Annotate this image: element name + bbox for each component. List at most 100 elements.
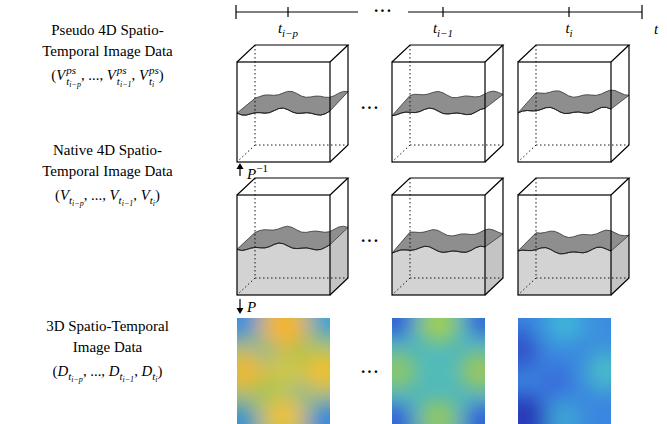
math-symbol: D — [58, 363, 69, 379]
math-symbol: i−1 — [437, 27, 453, 39]
ellipsis: ··· — [373, 1, 392, 21]
cube-edge — [518, 178, 629, 195]
surface-edge — [518, 247, 611, 254]
math-symbol: , ..., — [81, 67, 107, 83]
script-group: ps — [66, 65, 81, 76]
math-symbol: i−p — [69, 80, 81, 89]
row-heading: Pseudo 4D Spatio-Temporal Image Data — [42, 22, 173, 59]
hidden-edge — [255, 45, 348, 145]
script-group: i — [155, 375, 157, 384]
math-symbol: , ..., — [84, 187, 110, 203]
math-symbol: D — [142, 363, 153, 379]
projection-label: P−1 — [247, 158, 268, 184]
script-group: ti — [152, 370, 157, 382]
math-symbol: V — [141, 187, 150, 203]
math-symbol: V — [107, 67, 116, 83]
heatmap-blob — [308, 318, 330, 340]
math-symbol: ) — [158, 363, 163, 379]
cube-edge — [392, 178, 503, 195]
hidden-edge — [392, 278, 410, 295]
script-group: ti — [149, 76, 159, 90]
math-symbol: i — [570, 27, 573, 39]
axis-label: t — [654, 19, 658, 39]
math-symbol: ps — [149, 64, 159, 76]
hidden-edge — [410, 45, 503, 145]
math-symbol: t — [117, 75, 120, 87]
script-group: i−p — [282, 27, 298, 39]
heatmap-blob — [545, 318, 585, 343]
volume-cubes — [237, 45, 629, 295]
volume-cube — [392, 178, 503, 295]
hidden-edge — [518, 278, 536, 295]
heatmap-blob — [419, 399, 459, 424]
script-group: ti−1 — [117, 76, 132, 90]
math-symbol: ( — [55, 187, 60, 203]
cube-edge — [237, 195, 330, 295]
script-group: i — [153, 199, 155, 208]
hidden-edge — [536, 45, 629, 145]
surface-edge — [392, 108, 485, 116]
math-symbol: V — [60, 187, 69, 203]
math-symbol: t — [119, 370, 122, 382]
row-tuple: (Vpsti−p, ..., Vpsti−1, Vpsti) — [0, 64, 215, 90]
row-label: 3D Spatio-Temporal Image Data(Dti−p, ...… — [0, 316, 215, 391]
cube-edge — [330, 45, 348, 162]
math-symbol: i — [152, 80, 154, 89]
math-symbol: ··· — [360, 232, 379, 249]
script-group: ti−p — [68, 370, 83, 382]
math-symbol: ) — [155, 187, 160, 203]
script-group: i−1 — [123, 375, 135, 384]
math-symbol: −1 — [256, 162, 268, 174]
volume-cube — [237, 45, 348, 162]
cube-edge — [518, 62, 611, 162]
heatmaps — [213, 294, 626, 424]
math-symbol: t — [149, 75, 152, 87]
row-heading-box: Pseudo 4D Spatio-Temporal Image Data — [38, 20, 178, 62]
script-group: ti−1 — [119, 194, 134, 206]
math-symbol: V — [110, 187, 119, 203]
surface-edge — [237, 108, 330, 115]
heatmap-blob — [518, 330, 538, 370]
hidden-edge — [237, 278, 255, 295]
math-symbol: P — [247, 299, 256, 315]
surface — [392, 229, 503, 253]
math-symbol: ( — [51, 67, 56, 83]
row-heading: 3D Spatio-Temporal Image Data — [46, 318, 169, 355]
math-symbol: i−1 — [123, 375, 135, 384]
heatmap-blob — [292, 382, 312, 402]
row-label: Native 4D Spatio-Temporal Image Data(Vti… — [0, 140, 215, 215]
script-group: i−1 — [120, 80, 132, 89]
heatmap-blob — [586, 351, 611, 391]
surface-edge — [392, 246, 485, 253]
row-tuple: (Vti−p, ..., Vti−1, Vti) — [0, 184, 215, 215]
heatmap-blob — [465, 318, 485, 338]
script-group: psti−1 — [117, 65, 132, 90]
math-symbol: i−p — [72, 199, 84, 208]
surface — [392, 91, 503, 116]
math-symbol: V — [139, 67, 148, 83]
script-group: ti−p — [66, 76, 81, 90]
math-symbol: , — [132, 67, 139, 83]
script-group: i — [570, 27, 573, 39]
heatmap-blobs — [237, 318, 330, 424]
time-label: ti−p — [278, 18, 298, 43]
heatmap-blobs — [518, 318, 611, 424]
heatmap-blob — [460, 351, 485, 391]
cube-edge — [392, 45, 503, 62]
cube-edge — [392, 195, 485, 295]
cube-edge — [392, 62, 485, 162]
heatmap-blob — [392, 318, 414, 340]
cube-edge — [518, 195, 611, 295]
heatmap — [392, 318, 485, 424]
math-symbol: i−1 — [120, 80, 132, 89]
script-group: i−1 — [122, 199, 134, 208]
time-label: ti−1 — [433, 18, 453, 43]
script-group: psti — [149, 65, 159, 90]
script-group: −1 — [256, 162, 268, 174]
math-symbol: P — [247, 166, 256, 182]
hidden-edge — [518, 145, 536, 162]
surface — [237, 91, 348, 115]
ellipsis: ··· — [360, 231, 379, 251]
heatmap-blob — [306, 400, 330, 424]
math-symbol: , — [133, 187, 140, 203]
